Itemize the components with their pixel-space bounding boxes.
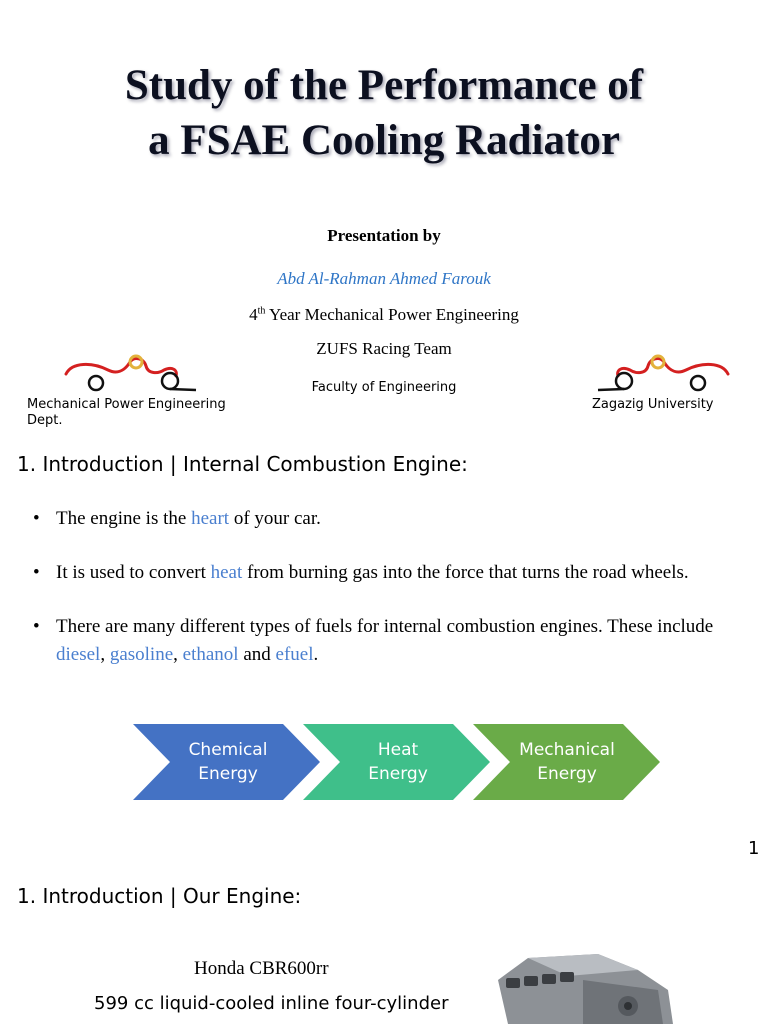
separator: , (173, 644, 183, 665)
bullet-dot: • (33, 562, 40, 583)
highlight-word: ethanol (182, 644, 239, 665)
slide-title-line-1: Study of the Performance of (124, 62, 644, 109)
section-heading-ice: 1. Introduction | Internal Combustion En… (17, 452, 468, 476)
bullet-text: of your car. (229, 508, 321, 529)
university-label: Zagazig University (592, 397, 714, 412)
flow-label-line: Energy (537, 764, 597, 784)
flow-label-chemical: Chemical Energy (168, 738, 288, 786)
faculty-name: Faculty of Engineering (311, 380, 457, 395)
dept-label: Mechanical Power Engineering Dept. (27, 397, 226, 428)
slide-title: Study of the Performance of a FSAE Cooli… (0, 58, 768, 168)
flow-label-line: Chemical (188, 740, 268, 760)
author-name: Abd Al-Rahman Ahmed Farouk (277, 269, 491, 288)
bullet-text: There are many different types of fuels … (56, 616, 714, 637)
year-suffix: th (257, 305, 266, 317)
separator: , (100, 644, 110, 665)
bullet-item: • The engine is the heart of your car. (33, 505, 733, 533)
section-heading-our-engine: 1. Introduction | Our Engine: (17, 884, 302, 908)
flow-label-line: Energy (368, 764, 428, 784)
bullet-item: • It is used to convert heat from burnin… (33, 559, 733, 587)
highlight-word: gasoline (109, 644, 174, 665)
bullet-text: . (313, 644, 319, 665)
team-name: ZUFS Racing Team (316, 339, 452, 358)
highlight-word: diesel (56, 644, 101, 665)
page-number: 1 (748, 838, 760, 859)
chevron-chemical-energy (133, 724, 320, 800)
flow-label-line: Mechanical (519, 740, 615, 760)
energy-flow-diagram: Chemical Energy Heat Energy Mechanical E… (133, 724, 663, 802)
year-program-text: Year Mechanical Power Engineering (265, 305, 519, 324)
bullet-dot: • (33, 616, 40, 637)
highlight-word: efuel (275, 644, 314, 665)
engine-name: Honda CBR600rr (194, 958, 329, 979)
highlight-word: heart (191, 508, 230, 529)
slide-title-line-2: a FSAE Cooling Radiator (148, 117, 620, 164)
bullet-dot: • (33, 508, 40, 529)
highlight-word: heat (210, 562, 243, 583)
engine-image (498, 954, 673, 1024)
race-car-logo-left (64, 354, 197, 392)
chevron-heat-energy (303, 724, 490, 800)
flow-label-line: Heat (377, 740, 419, 760)
presentation-by-label: Presentation by (327, 226, 441, 245)
flow-label-line: Energy (198, 764, 258, 784)
engine-description: 599 cc liquid-cooled inline four-cylinde… (94, 993, 449, 1014)
energy-flow-shapes (133, 724, 660, 800)
bullet-text: The engine is the (56, 508, 192, 529)
bullet-item: • There are many different types of fuel… (33, 613, 733, 669)
chevron-mechanical-energy (473, 724, 660, 800)
race-car-logo-right (597, 354, 730, 392)
year-number: 4 (249, 305, 258, 324)
bullet-list: • The engine is the heart of your car. •… (33, 505, 733, 695)
flow-label-mechanical: Mechanical Energy (507, 738, 627, 786)
bullet-text: It is used to convert (56, 562, 211, 583)
year-program: 4th Year Mechanical Power Engineering (0, 305, 768, 325)
flow-label-heat: Heat Energy (338, 738, 458, 786)
separator: and (238, 644, 276, 665)
bullet-text: from burning gas into the force that tur… (242, 562, 689, 583)
